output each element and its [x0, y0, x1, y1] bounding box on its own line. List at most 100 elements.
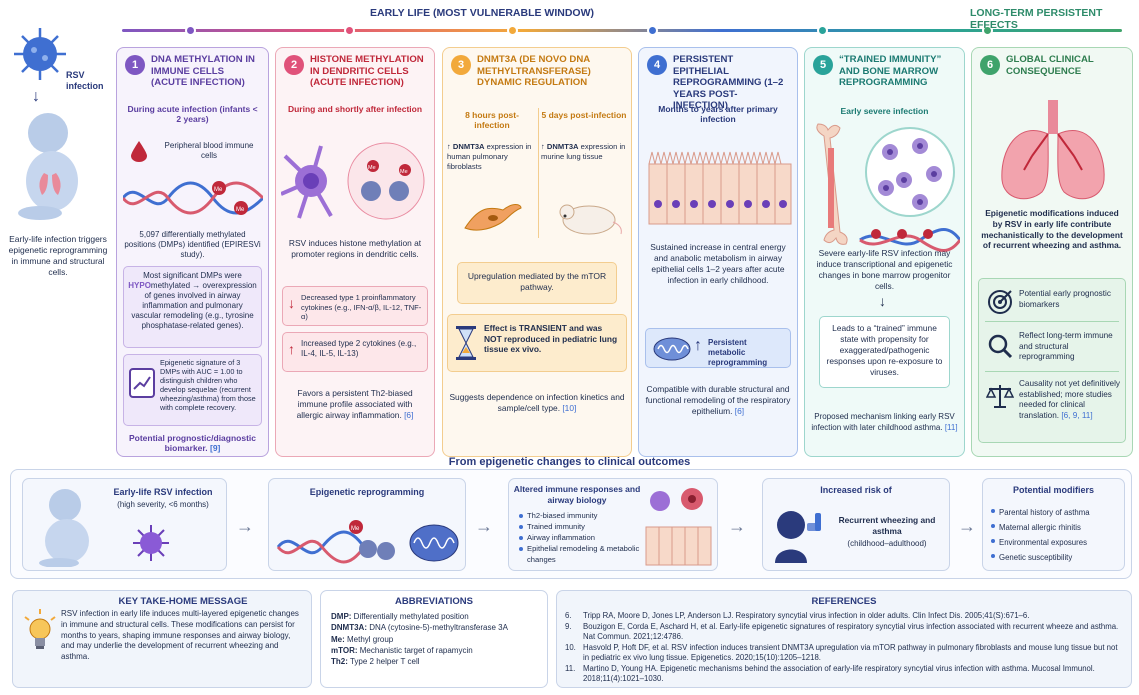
down-arrow-icon: ↓	[32, 88, 40, 105]
signature-box: Epigenetic signature of 3 DMPs with AUC …	[123, 354, 262, 426]
timeline-dot	[647, 25, 658, 36]
transient-text: Effect is TRANSIENT and was NOT reproduc…	[484, 323, 618, 354]
references-panel: References 6.Tripp RA, Moore D, Jones LP…	[556, 590, 1132, 688]
left-column: RSV infection ↓ Early-life infection tri…	[6, 16, 110, 306]
biomarker-item: Potential early prognostic biomarkers	[1019, 289, 1111, 309]
metabolism-text: Sustained increase in central energy and…	[650, 242, 786, 285]
card-title: DNMT3A (de novo DNA methyltransferase) d…	[477, 54, 591, 88]
card-title: “Trained immunity” and bone marrow repro…	[839, 54, 942, 88]
list-item: Airway inflammation	[519, 532, 641, 543]
dmp-text: 5,097 differentially methylated position…	[124, 230, 261, 259]
divider	[985, 321, 1119, 322]
flow-modifiers-title: Potential modifiers	[1012, 485, 1094, 495]
card-subtitle: During and shortly after infection	[287, 104, 423, 114]
list-item: mTOR: Mechanistic target of rapamycin	[331, 645, 473, 655]
flow-altered-title: Altered immune responses and airway biol…	[513, 484, 641, 505]
list-item: Genetic susceptibility	[991, 550, 1123, 565]
clinical-box: Potential early prognostic biomarkers Re…	[978, 278, 1126, 443]
take-home-title: Key take-home message	[118, 596, 248, 607]
timeline-dot	[507, 25, 518, 36]
time-8h: 8 hours post-infection	[465, 110, 519, 130]
biomarker-text: Potential prognostic/diagnostic biomarke…	[128, 433, 257, 453]
lightbulb-icon	[24, 609, 56, 649]
flow-infection-title: Early-life RSV infection	[113, 487, 213, 497]
abbreviations-list: DMP: Differentially methylated position …	[331, 611, 541, 667]
step-number: 3	[451, 55, 471, 75]
flow-arrow-icon: →	[728, 516, 746, 536]
child-inhaler-icon	[775, 511, 821, 563]
metabolic-box: ↑ Persistent metabolic reprogramming	[645, 328, 791, 368]
card-dnmt3a: 3 DNMT3A (de novo DNA methyltransferase) …	[442, 47, 632, 457]
reference-item: 10.Hasvold P, Hoft DF, et al. RSV infect…	[565, 642, 1118, 663]
flow-risk-sub: (childhood–adulthood)	[847, 539, 927, 548]
flow-step-risk: Increased risk of Recurrent wheezing and…	[762, 478, 950, 571]
flow-step-modifiers: Potential modifiers Parental history of …	[982, 478, 1125, 571]
increased-text: Increased type 2 cytokines (e.g., IL-4, …	[301, 339, 417, 358]
decreased-box: ↓ Decreased type 1 proinflammatory cytok…	[282, 286, 428, 326]
flow-risk-text: Recurrent wheezing and asthma	[838, 515, 936, 536]
fibroblast-text: expression in human pulmonary fibroblast…	[447, 142, 532, 171]
me-label: Me	[236, 207, 245, 213]
metabolic-text: Persistent metabolic reprogramming	[708, 338, 768, 367]
ref-link[interactable]: [6]	[404, 410, 414, 420]
immune-cells-icon	[645, 488, 712, 566]
timeline-dot	[982, 25, 993, 36]
list-item: Environmental exposures	[991, 535, 1123, 550]
flow-risk-title: Increased risk of	[820, 485, 892, 495]
timeline-dot	[817, 25, 828, 36]
infant-icon	[18, 113, 78, 220]
card-title: Global clinical consequence	[1006, 54, 1094, 77]
flow-arrow-icon: →	[236, 516, 254, 536]
decreased-text: Decreased type 1 proinflammatory cytokin…	[301, 293, 422, 321]
flow-modifiers-list: Parental history of asthma Maternal alle…	[991, 505, 1123, 565]
magnifier-icon	[988, 334, 1013, 359]
flow-heading: From epigenetic changes to clinical outc…	[448, 456, 691, 468]
card-subtitle: During acute infection (infants < 2 year…	[127, 104, 258, 124]
list-item: DNMT3A: DNA (cytosine-5)-methyltransfera…	[331, 623, 508, 633]
up-arrow-icon: ↑	[694, 337, 702, 354]
ref-link[interactable]: [10]	[562, 403, 577, 413]
svg-text:Me: Me	[368, 165, 376, 171]
clinical-text: Epigenetic modifications induced by RSV …	[981, 208, 1123, 251]
increased-box: ↑ Increased type 2 cytokines (e.g., IL-4…	[282, 332, 428, 372]
ref-link[interactable]: [9]	[209, 443, 221, 453]
step-number: 1	[125, 55, 145, 75]
scales-icon	[986, 385, 1014, 408]
list-item: Trained immunity	[519, 521, 641, 532]
flow-step-epigenetic: Epigenetic reprogramming Me	[268, 478, 466, 571]
list-item: Th2: Type 2 helper T cell	[331, 657, 420, 667]
down-arrow-icon: ↓	[288, 295, 295, 311]
references-list: 6.Tripp RA, Moore D, Jones LP, Anderson …	[565, 611, 1123, 685]
card-subtitle: Early severe infection	[840, 106, 929, 116]
card-title: Persistent epithelial reprogramming (1–2…	[673, 54, 784, 111]
flow-step-infection: Early-life RSV infection (high severity,…	[22, 478, 227, 571]
card-title: DNA methylation in immune cells (acute i…	[151, 54, 255, 88]
flow-infection-sub: (high severity, <6 months)	[117, 500, 209, 509]
infant-icon	[39, 489, 89, 567]
ref-link[interactable]: [11]	[944, 422, 958, 432]
dna-helix-icon: Me Me	[123, 181, 263, 215]
list-item: Th2-biased immunity	[519, 510, 641, 521]
marrow-text: Severe early-life RSV infection may indu…	[816, 248, 953, 291]
card-histone-methylation: 2Histone methylation in dendritic cells …	[275, 47, 435, 457]
transient-box: Effect is TRANSIENT and was NOT reproduc…	[447, 314, 627, 372]
dendritic-cell-icon: Me Me	[281, 142, 425, 220]
ref-link[interactable]: [6]	[734, 406, 745, 416]
step-number: 4	[647, 55, 667, 75]
up-arrow-icon: ↑	[288, 341, 295, 357]
down-arrow-icon: ↓	[879, 293, 886, 309]
list-item: Maternal allergic rhinitis	[991, 520, 1123, 535]
reference-item: 11.Martino D, Young HA. Epigenetic mecha…	[565, 663, 1095, 684]
histone-text: RSV induces histone methylation at promo…	[288, 238, 422, 259]
svg-text:Me: Me	[214, 187, 223, 193]
ref-link[interactable]: [6, 9, 11]	[1061, 410, 1093, 420]
mtor-text: Upregulation mediated by the mTOR pathwa…	[467, 271, 607, 292]
timeline-dot	[185, 25, 196, 36]
th2-text: Favors a persistent Th2-biased immune pr…	[296, 388, 413, 420]
virus-icon	[133, 525, 169, 561]
kinetics-text: Suggests dependence on infection kinetic…	[449, 392, 625, 413]
left-caption: Early-life infection triggers epigenetic…	[8, 234, 108, 277]
card-title: Histone methylation in dendritic cells (…	[310, 54, 424, 88]
card-clinical: 6Global clinical consequence Epigenetic …	[971, 47, 1133, 457]
list-item: Me: Methyl group	[331, 634, 394, 644]
